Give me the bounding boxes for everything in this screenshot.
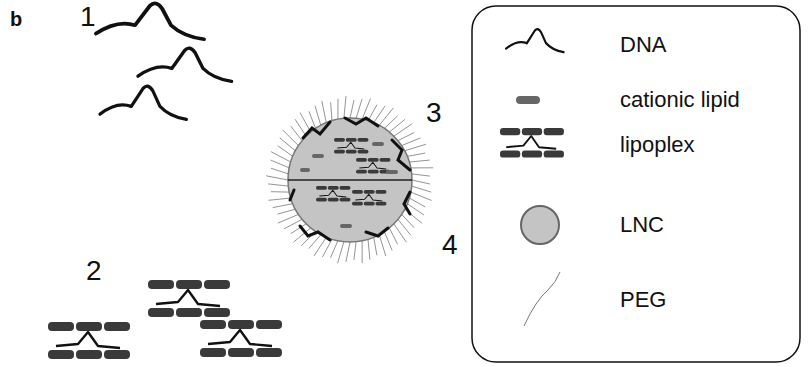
legend-text: PEG [620, 288, 666, 312]
callout-number: 1 [80, 2, 96, 33]
lipoplex [200, 320, 282, 357]
legend-lipoplex [500, 128, 564, 158]
callout-number: 4 [442, 230, 458, 261]
lipoplex [148, 280, 230, 317]
legend-text: cationic lipid [620, 88, 740, 112]
legend-frame [472, 6, 800, 362]
inner-lipoplexes [316, 138, 390, 206]
lipoplex [48, 322, 130, 359]
legend-cationic-lipid [516, 96, 540, 104]
inner-lipids [300, 142, 398, 228]
surface-dna [290, 118, 410, 240]
legend-text: DNA [620, 33, 666, 57]
peg-corona [266, 96, 433, 263]
legend-lnc [521, 206, 559, 244]
callout-number: 3 [426, 98, 442, 129]
legend-text: LNC [620, 213, 664, 237]
panel-letter: b [10, 8, 22, 30]
dna-strand [96, 3, 204, 39]
legend-text: lipoplex [620, 133, 695, 157]
dna-strand [100, 86, 186, 119]
callout-number: 2 [86, 256, 102, 287]
legend-dna [506, 29, 564, 52]
dna-strand [138, 48, 232, 81]
lnc-core [288, 118, 412, 242]
legend-peg [524, 272, 560, 326]
